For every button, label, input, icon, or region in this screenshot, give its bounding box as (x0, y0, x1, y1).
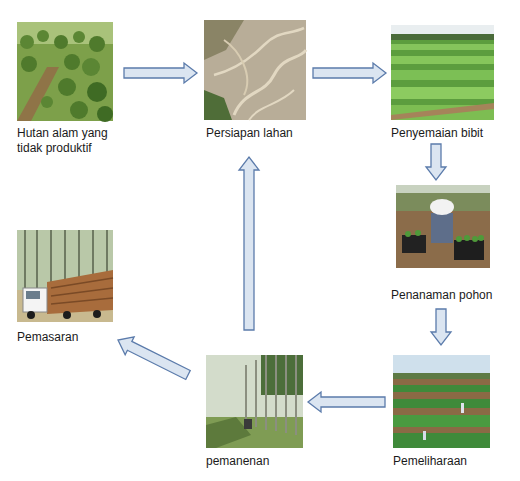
node-caption: Penyemaian bibit (391, 126, 494, 141)
node-caption: Pemasaran (17, 330, 113, 345)
flow-arrow (124, 63, 197, 83)
node-caption: Penanaman pohon (391, 288, 490, 303)
photo-area (396, 185, 490, 268)
process-node: Pemasaran (17, 230, 113, 345)
process-node: Penyemaian bibit (391, 25, 494, 141)
flow-arrow (313, 63, 386, 83)
photo-area (17, 22, 117, 121)
photo-area (206, 355, 303, 448)
flow-arrow (118, 337, 190, 380)
process-node: Penanaman pohon (396, 185, 490, 303)
process-node: Persiapan lahan (204, 20, 306, 141)
photo-area (393, 355, 490, 448)
node-caption: Persiapan lahan (206, 126, 306, 141)
log-truck-photo (17, 230, 113, 322)
cleared-land-photo (204, 20, 306, 120)
node-caption: pemanenan (206, 454, 303, 469)
node-caption: Hutan alam yang tidak produktif (17, 126, 117, 156)
nursery-photo (391, 25, 494, 120)
process-node: Hutan alam yang tidak produktif (17, 22, 117, 156)
flow-arrow (431, 309, 451, 345)
maintenance-photo (393, 355, 490, 448)
flow-arrow (239, 157, 259, 330)
process-node: Pemeliharaan (393, 355, 490, 469)
flow-arrow (308, 392, 385, 412)
forest-photo (17, 22, 113, 122)
node-caption: Pemeliharaan (393, 454, 490, 469)
planting-photo (396, 185, 490, 268)
process-node: pemanenan (206, 355, 303, 469)
photo-area (391, 25, 494, 120)
flow-arrow (426, 144, 446, 180)
photo-area (17, 230, 113, 322)
harvest-photo (206, 355, 303, 448)
photo-area (204, 20, 306, 120)
